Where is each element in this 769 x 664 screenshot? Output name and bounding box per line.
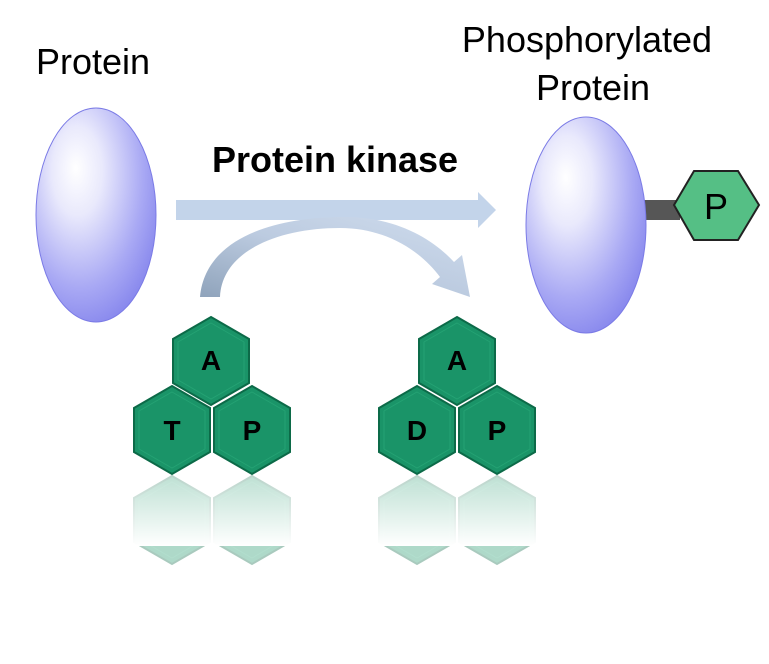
atp-molecule: A T P bbox=[133, 316, 291, 475]
reaction-arrow bbox=[176, 192, 496, 228]
protein-label: Protein bbox=[36, 41, 150, 82]
phosphorylated-label-line1: Phosphorylated bbox=[462, 19, 712, 60]
phosphorylated-protein-ellipse bbox=[525, 116, 647, 334]
protein-ellipse bbox=[35, 107, 157, 323]
atp-letter-a: A bbox=[201, 345, 221, 376]
enzyme-label: Protein kinase bbox=[212, 139, 458, 180]
adp-letter-p: P bbox=[488, 415, 507, 446]
adp-letter-a: A bbox=[447, 345, 467, 376]
atp-reflection-fade bbox=[125, 476, 300, 546]
phosphate-group: P bbox=[672, 170, 761, 241]
phosphate-linker bbox=[636, 200, 680, 220]
adp-reflection-fade bbox=[370, 476, 545, 546]
phosphorylated-label-line2: Protein bbox=[536, 67, 650, 108]
phosphate-letter: P bbox=[704, 186, 728, 227]
atp-letter-t: T bbox=[163, 415, 180, 446]
adp-letter-d: D bbox=[407, 415, 427, 446]
phosphate-hexagon bbox=[672, 170, 761, 241]
adp-molecule: A D P bbox=[378, 316, 536, 475]
atp-adp-curved-arrow bbox=[200, 217, 470, 297]
atp-letter-p: P bbox=[243, 415, 262, 446]
